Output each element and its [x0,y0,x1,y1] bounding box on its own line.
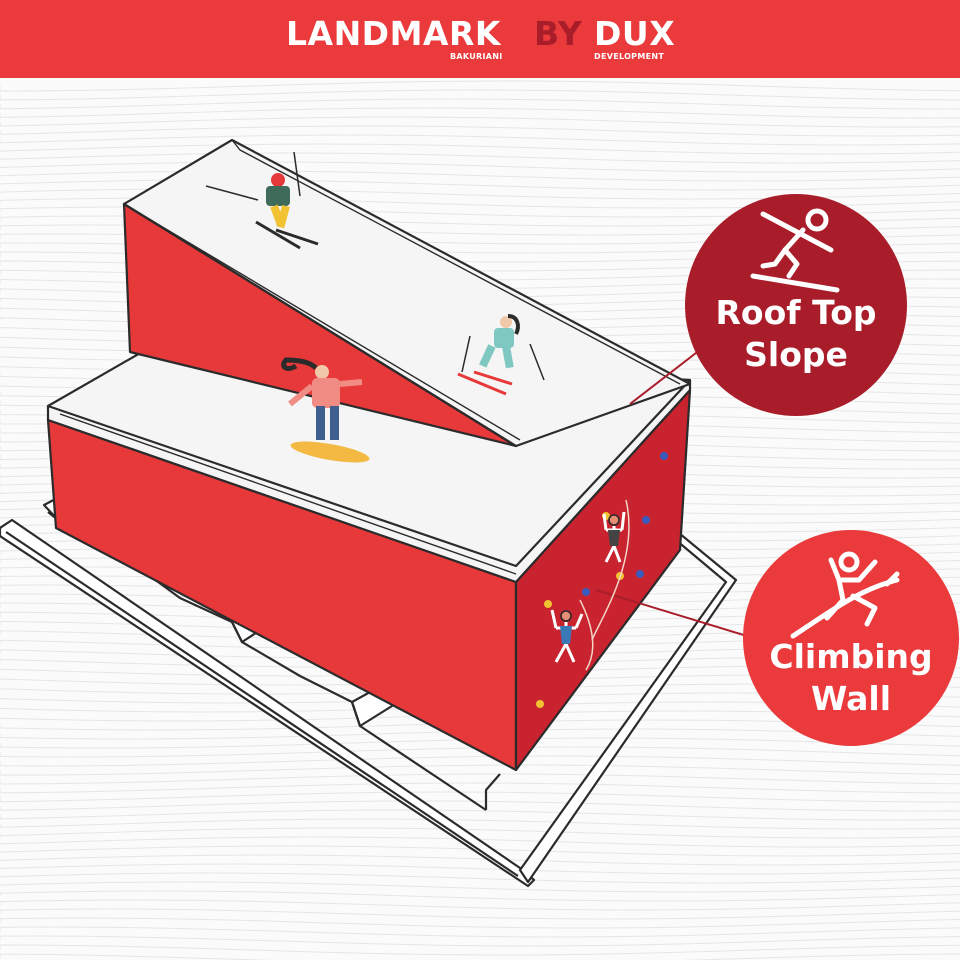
slope-leader-line [629,345,706,405]
climbing-holds [536,452,668,708]
feature-title-line2: Slope [744,335,848,374]
wave-line [0,881,960,893]
wave-line [0,89,960,101]
wave-line [0,935,960,947]
feature-title-line1: Roof Top [715,293,877,332]
wave-line [0,107,960,119]
wave-line [0,764,960,776]
wave-line [0,926,960,938]
developer-name: DUX [594,14,676,53]
wave-line [0,746,960,758]
wave-line [0,953,960,960]
wave-line [0,755,960,767]
wave-line [0,116,960,128]
brand-name: LANDMARK [286,14,501,53]
wave-line [0,782,960,794]
brand-location: BAKURIANI [450,52,503,61]
developer-sub: DEVELOPMENT [594,52,665,61]
wave-line [0,854,960,866]
brand-logo: LANDMARK BAKURIANI BY DUX DEVELOPMENT [0,14,960,70]
climber-icon [790,551,900,639]
feature-title-line1: Climbing [769,637,933,676]
wave-line [0,125,960,137]
slope-block [122,138,692,448]
brand-connector: BY [534,14,583,53]
wave-line [0,134,960,146]
wave-line [0,890,960,902]
wave-line [0,161,960,173]
header-bar: LANDMARK BAKURIANI BY DUX DEVELOPMENT [0,0,960,78]
wave-line [0,863,960,875]
skier-figure [205,151,319,250]
wave-line [0,818,960,830]
wave-line [0,809,960,821]
skier-figure [457,314,545,396]
wave-line [0,152,960,164]
wave-line [0,773,960,785]
snowboarder-figure [281,357,370,463]
climber-figure [591,499,630,641]
wave-line [0,872,960,884]
wave-line [0,899,960,911]
feature-badge-climbing-wall: Climbing Wall [743,530,959,746]
wave-line [0,917,960,929]
feature-badge-roof-top-slope: Roof Top Slope [685,194,907,416]
feature-title-line2: Wall [810,679,892,718]
wave-line [0,845,960,857]
wave-line [0,80,960,92]
climber-figure [550,599,594,671]
wave-line [0,143,960,155]
skier-icon [750,208,840,293]
wave-line [0,908,960,920]
wave-line [0,800,960,812]
wave-line [0,170,960,182]
wave-line [0,98,960,110]
wave-line [0,179,960,191]
wave-line [0,944,960,956]
wall-leader-line [595,589,761,641]
